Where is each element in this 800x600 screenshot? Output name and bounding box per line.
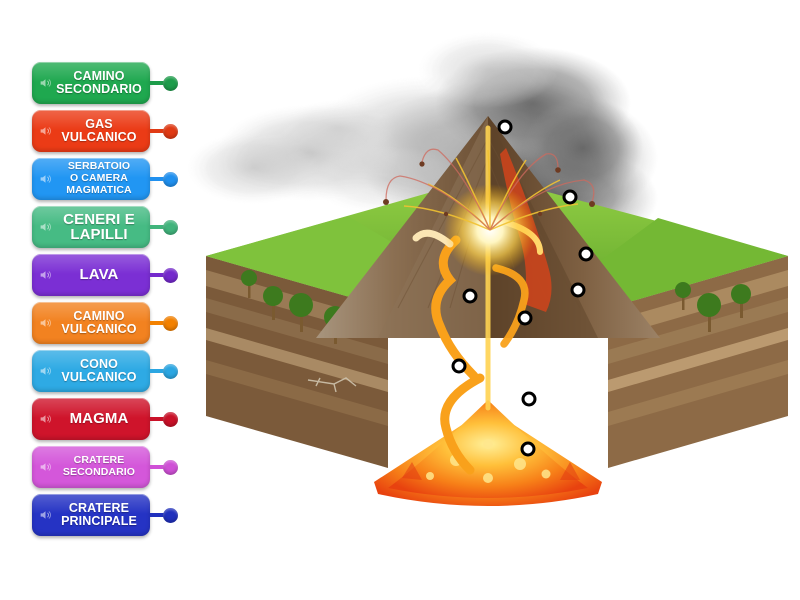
volcano-diagram [188, 8, 788, 528]
connector-knob[interactable] [163, 219, 178, 235]
speaker-icon[interactable] [39, 317, 52, 330]
label-row-gas-vulcanico: GAS VULCANICO [32, 110, 178, 152]
eruption [383, 148, 595, 276]
connector-stem [150, 225, 164, 229]
speaker-icon[interactable] [39, 461, 52, 474]
label-chip-lava[interactable]: LAVA [32, 254, 150, 296]
label-row-cratere-principale: CRATERE PRINCIPALE [32, 494, 178, 536]
connector-knob[interactable] [163, 411, 178, 427]
drop-target-marker-2[interactable] [562, 189, 578, 205]
label-chip-cono-vulcanico[interactable]: CONO VULCANICO [32, 350, 150, 392]
connector-stem [150, 129, 164, 133]
label-connector-lava [150, 267, 178, 283]
connector-stem [150, 177, 164, 181]
label-row-camino-vulcanico: CAMINO VULCANICO [32, 302, 178, 344]
connector-knob[interactable] [163, 459, 178, 475]
label-text: CRATERE PRINCIPALE [61, 500, 137, 528]
connector-stem [150, 273, 164, 277]
speaker-icon[interactable] [39, 509, 52, 522]
label-connector-camino-secondario [150, 75, 178, 91]
label-text: SERBATOIO O CAMERA MAGMATICA [66, 160, 132, 196]
connector-knob[interactable] [163, 507, 178, 523]
connector-knob[interactable] [163, 267, 178, 283]
drop-target-marker-3[interactable] [578, 246, 594, 262]
fossil [307, 377, 357, 393]
speaker-icon[interactable] [39, 221, 52, 234]
label-connector-cratere-principale [150, 507, 178, 523]
label-text: MAGMA [69, 410, 129, 428]
label-chip-cratere-principale[interactable]: CRATERE PRINCIPALE [32, 494, 150, 536]
label-connector-camino-vulcanico [150, 315, 178, 331]
connector-knob[interactable] [163, 315, 178, 331]
label-row-lava: LAVA [32, 254, 178, 296]
drop-target-marker-9[interactable] [520, 441, 536, 457]
speaker-icon[interactable] [39, 365, 52, 378]
label-connector-ceneri-lapilli [150, 219, 178, 235]
connector-knob[interactable] [163, 75, 178, 91]
connector-knob[interactable] [163, 123, 178, 139]
ground-cross-section [206, 176, 788, 468]
label-row-magma: MAGMA [32, 398, 178, 440]
label-text: CENERI E LAPILLI [63, 210, 135, 243]
label-list: CAMINO SECONDARIO GAS VULCANICO SERBATOIO … [0, 0, 190, 600]
drop-target-marker-5[interactable] [462, 288, 478, 304]
label-row-cono-vulcanico: CONO VULCANICO [32, 350, 178, 392]
label-chip-gas-vulcanico[interactable]: GAS VULCANICO [32, 110, 150, 152]
speaker-icon[interactable] [39, 269, 52, 282]
label-chip-serbatoio[interactable]: SERBATOIO O CAMERA MAGMATICA [32, 158, 150, 200]
connector-stem [150, 465, 164, 469]
label-connector-serbatoio [150, 171, 178, 187]
label-chip-ceneri-lapilli[interactable]: CENERI E LAPILLI [32, 206, 150, 248]
drop-target-marker-1[interactable] [497, 119, 513, 135]
label-connector-cratere-secondario [150, 459, 178, 475]
label-row-ceneri-lapilli: CENERI E LAPILLI [32, 206, 178, 248]
label-row-cratere-secondario: CRATERE SECONDARIO [32, 446, 178, 488]
speaker-icon[interactable] [39, 413, 52, 426]
label-chip-cratere-secondario[interactable]: CRATERE SECONDARIO [32, 446, 150, 488]
drop-target-marker-7[interactable] [451, 358, 467, 374]
connector-stem [150, 513, 164, 517]
drop-target-marker-8[interactable] [521, 391, 537, 407]
label-connector-magma [150, 411, 178, 427]
connector-knob[interactable] [163, 171, 178, 187]
drop-target-marker-4[interactable] [570, 282, 586, 298]
drop-target-marker-6[interactable] [517, 310, 533, 326]
connector-knob[interactable] [163, 363, 178, 379]
connector-stem [150, 417, 164, 421]
speaker-icon[interactable] [39, 173, 52, 186]
label-text: LAVA [79, 266, 119, 284]
label-row-serbatoio: SERBATOIO O CAMERA MAGMATICA [32, 158, 178, 200]
label-chip-magma[interactable]: MAGMA [32, 398, 150, 440]
label-chip-camino-vulcanico[interactable]: CAMINO VULCANICO [32, 302, 150, 344]
label-chip-camino-secondario[interactable]: CAMINO SECONDARIO [32, 62, 150, 104]
trees-right [675, 282, 751, 332]
label-connector-cono-vulcanico [150, 363, 178, 379]
label-text: CAMINO VULCANICO [61, 308, 137, 336]
label-connector-gas-vulcanico [150, 123, 178, 139]
label-text: GAS VULCANICO [61, 116, 137, 144]
connector-stem [150, 81, 164, 85]
label-row-camino-secondario: CAMINO SECONDARIO [32, 62, 178, 104]
label-text: CONO VULCANICO [61, 356, 137, 384]
label-text: CAMINO SECONDARIO [56, 68, 142, 96]
speaker-icon[interactable] [39, 77, 52, 90]
connector-stem [150, 369, 164, 373]
speaker-icon[interactable] [39, 125, 52, 138]
label-text: CRATERE SECONDARIO [62, 454, 136, 478]
connector-stem [150, 321, 164, 325]
